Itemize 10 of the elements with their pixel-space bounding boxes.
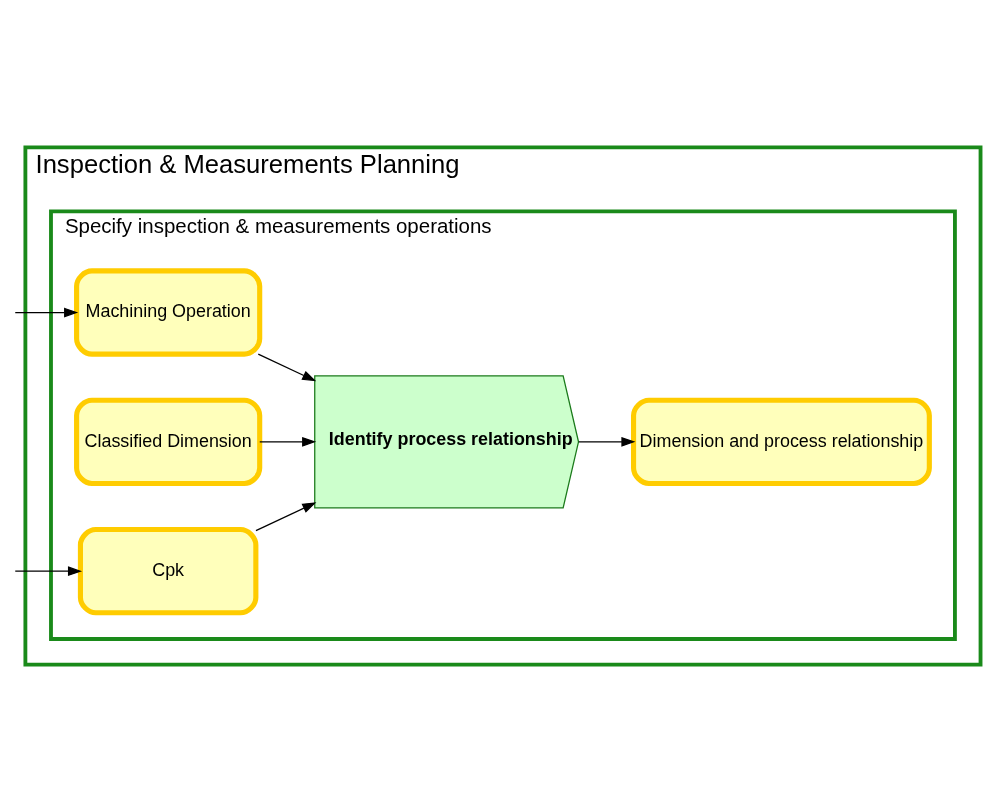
arrow <box>254 502 316 532</box>
arrow <box>14 307 78 318</box>
node-box: Dimension and process relationship <box>630 397 932 486</box>
arrow <box>14 566 82 577</box>
arrow <box>258 436 316 447</box>
arrow <box>577 436 635 447</box>
node-box: Machining Operation <box>73 268 262 357</box>
node-box: Cpk <box>77 527 258 616</box>
node-box: Classified Dimension <box>73 397 262 486</box>
arrow <box>257 353 316 382</box>
